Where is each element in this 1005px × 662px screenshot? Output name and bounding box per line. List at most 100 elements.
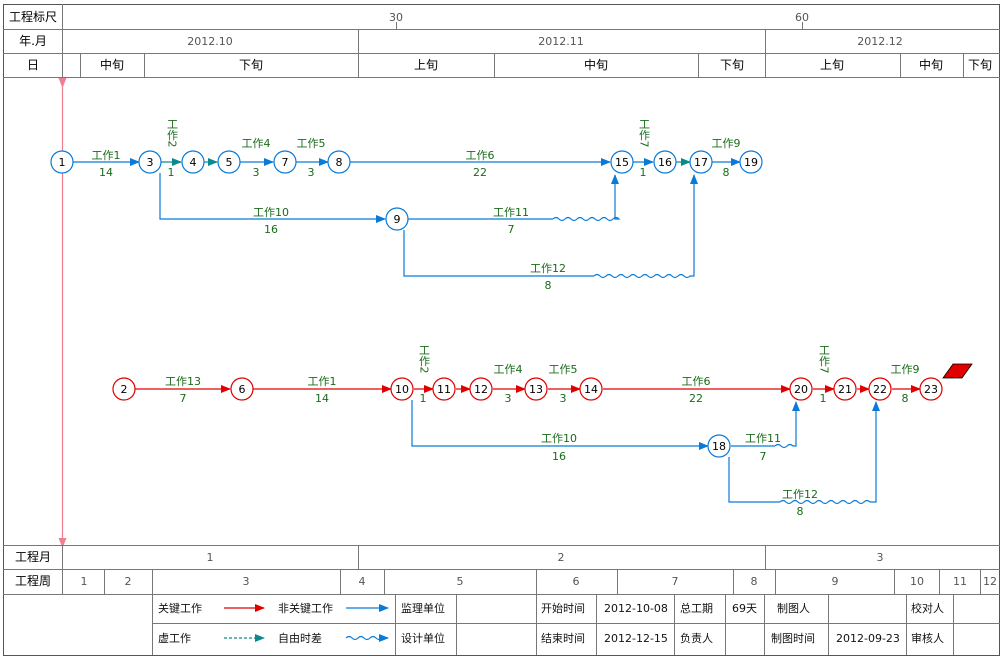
task-duration: 1 (820, 392, 827, 405)
week-11: 11 (953, 575, 967, 588)
node-4: 4 (190, 156, 197, 169)
node-9: 9 (394, 213, 401, 226)
footer-week-label: 工程周 (15, 573, 51, 588)
end-value: 2012-12-15 (604, 632, 668, 645)
xun-6: 上旬 (820, 58, 844, 72)
task-duration: 7 (180, 392, 187, 405)
task-duration: 3 (560, 392, 567, 405)
node-11: 11 (437, 383, 451, 396)
header: 工程标尺 30 60 年.月 2012.10 2012.11 2012.12 日… (3, 4, 1000, 78)
node-5: 5 (226, 156, 233, 169)
task-name: 工作6 (682, 375, 711, 388)
task-name: 工作2 (166, 119, 179, 148)
node-14: 14 (584, 383, 598, 396)
node-23: 23 (924, 383, 938, 396)
node-21: 21 (838, 383, 852, 396)
xun-3: 上旬 (414, 58, 438, 72)
node-16: 16 (658, 156, 672, 169)
task-name: 工作4 (242, 137, 271, 150)
task-duration: 8 (723, 166, 730, 179)
task-name: 工作11 (493, 206, 529, 219)
week-1: 1 (81, 575, 88, 588)
node-8: 8 (336, 156, 343, 169)
task-duration: 7 (508, 223, 515, 236)
network-noncritical (73, 158, 741, 279)
week-9: 9 (832, 575, 839, 588)
task-duration: 16 (552, 450, 566, 463)
task-name: 工作9 (712, 137, 741, 150)
task-labels-upper: 工作1 14 工作2 1 工作4 3 工作5 3 工作6 22 工作7 1 工作… (92, 119, 741, 293)
legend-critical-label: 关键工作 (158, 601, 202, 615)
drawtime-value: 2012-09-23 (836, 632, 900, 645)
drawtime-label: 制图时间 (771, 632, 815, 645)
task-duration: 8 (797, 505, 804, 518)
task-name: 工作6 (466, 149, 495, 162)
footer-month-2: 2 (558, 551, 565, 564)
node-13: 13 (529, 383, 543, 396)
task-name: 工作1 (92, 149, 121, 162)
week-3: 3 (243, 575, 250, 588)
node-18: 18 (712, 440, 726, 453)
owner-label: 负责人 (680, 631, 713, 645)
week-5: 5 (457, 575, 464, 588)
week-4: 4 (359, 575, 366, 588)
ym-label: 年.月 (19, 34, 47, 48)
legend-float-label: 自由时差 (278, 631, 322, 645)
task-duration: 3 (253, 166, 260, 179)
node-20: 20 (794, 383, 808, 396)
task-labels-lower: 工作13 7 工作1 14 工作2 1 工作4 3 工作5 3 工作6 22 工… (165, 345, 920, 519)
week-10: 10 (910, 575, 924, 588)
xun-1: 中旬 (100, 57, 124, 72)
task-duration: 3 (308, 166, 315, 179)
task-name: 工作2 (418, 345, 431, 374)
node-labels-lower: 2 6 10 11 12 13 14 20 21 22 23 18 (121, 383, 939, 453)
task-duration: 14 (99, 166, 113, 179)
xun-2: 下旬 (239, 58, 263, 72)
day-label: 日 (27, 58, 39, 72)
task-duration: 14 (315, 392, 329, 405)
task-duration: 16 (264, 223, 278, 236)
node-1: 1 (59, 156, 66, 169)
start-label: 开始时间 (541, 601, 585, 615)
task-name: 工作7 (818, 345, 831, 374)
task-duration: 22 (689, 392, 703, 405)
task-name: 工作7 (638, 119, 651, 148)
month-2012-12: 2012.12 (857, 35, 903, 48)
footer-month-label: 工程月 (15, 549, 51, 564)
task-name: 工作4 (494, 363, 523, 376)
design-label: 设计单位 (401, 631, 445, 645)
task-name: 工作1 (308, 375, 337, 388)
network-noncritical-lower (411, 400, 880, 505)
task-duration: 3 (505, 392, 512, 405)
node-17: 17 (694, 156, 708, 169)
xun-8: 下旬 (968, 58, 992, 72)
task-duration: 8 (545, 279, 552, 292)
task-duration: 1 (420, 392, 427, 405)
duration-label: 总工期 (680, 601, 713, 615)
task-duration: 22 (473, 166, 487, 179)
node-12: 12 (474, 383, 488, 396)
legend-noncritical-label: 非关键工作 (278, 601, 333, 615)
week-8: 8 (751, 575, 758, 588)
task-duration: 1 (640, 166, 647, 179)
node-15: 15 (615, 156, 629, 169)
node-19: 19 (744, 156, 758, 169)
task-name: 工作5 (549, 363, 578, 376)
nodes-lower (112, 377, 943, 458)
xun-7: 中旬 (919, 57, 943, 72)
week-12: 12 (983, 575, 997, 588)
node-7: 7 (282, 156, 289, 169)
month-2012-11: 2012.11 (538, 35, 584, 48)
node-2: 2 (121, 383, 128, 396)
xun-4: 中旬 (584, 57, 608, 72)
footer: 工程月 1 2 3 工程周 1 2 3 4 5 6 7 8 9 10 11 12 (3, 545, 1000, 595)
scale-mark-30: 30 (389, 11, 403, 24)
end-label: 结束时间 (541, 632, 585, 645)
checker-label: 校对人 (911, 601, 944, 615)
task-duration: 7 (760, 450, 767, 463)
node-labels-upper: 1 3 4 5 7 8 15 16 17 19 9 (59, 156, 759, 226)
scale-label: 工程标尺 (9, 9, 57, 24)
scale-mark-60: 60 (795, 11, 809, 24)
week-2: 2 (125, 575, 132, 588)
